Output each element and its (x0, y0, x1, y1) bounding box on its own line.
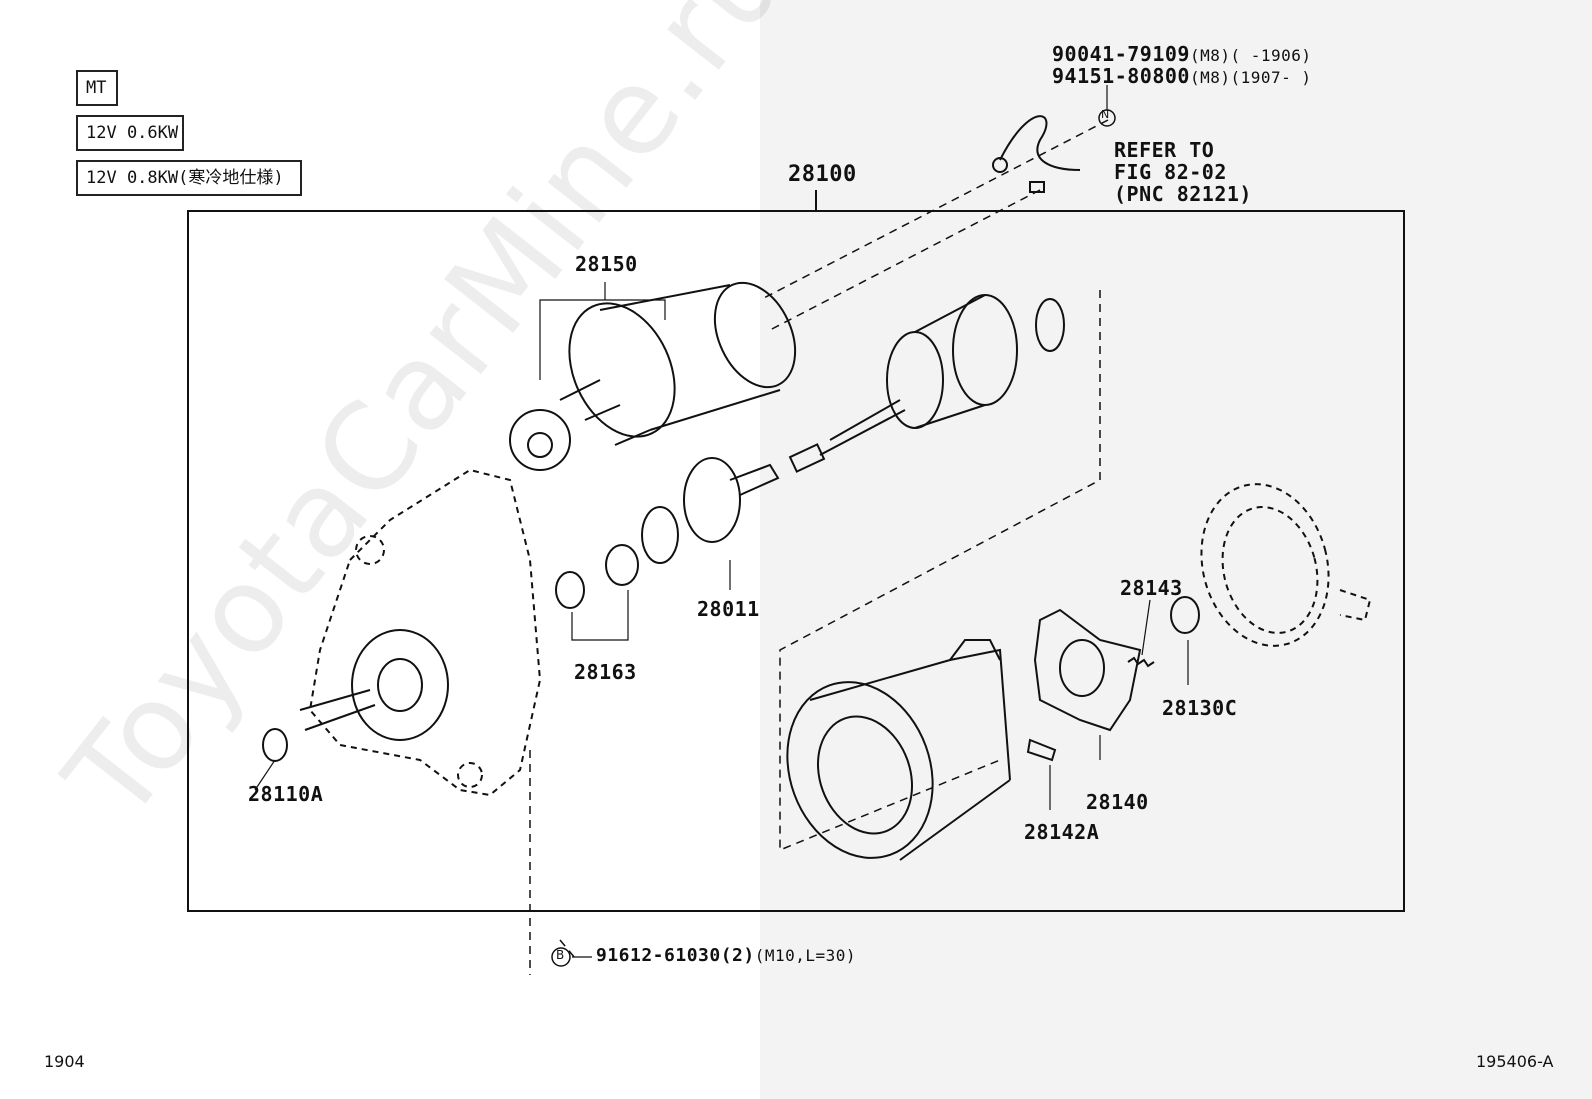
bolt-marker-n: N (1101, 108, 1110, 121)
part-28011[interactable]: 28011 (697, 597, 760, 621)
part-28140[interactable]: 28140 (1086, 790, 1149, 814)
shaded-panel (760, 0, 1592, 1099)
part-28100[interactable]: 28100 (788, 162, 857, 187)
bolt-label-90041: 90041-79109(M8)( -1906) (1052, 42, 1312, 66)
variant-box-06kw: 12V 0.6KW (76, 115, 184, 151)
armature-drawing (788, 294, 1065, 473)
refer-line-2: FIG 82-02 (1114, 160, 1227, 184)
part-28150[interactable]: 28150 (575, 252, 638, 276)
yoke-drawing (786, 639, 1011, 861)
bolt-label-91612: 91612-61030(2)(M10,L=30) (596, 945, 857, 966)
part-28110a[interactable]: 28110A (248, 782, 324, 806)
housing-drawing (308, 468, 542, 797)
part-28142a[interactable]: 28142A (1024, 820, 1100, 844)
end-frame-drawing (1200, 483, 1372, 647)
bolt-marker-b: B (556, 948, 565, 962)
brush-holder-drawing (1033, 608, 1142, 760)
solenoid-drawing (509, 281, 797, 471)
refer-line-1: REFER TO (1114, 138, 1215, 162)
variant-box-08kw: 12V 0.8KW(寒冷地仕様) (76, 160, 302, 196)
footer-left: 1904 (44, 1052, 85, 1071)
assembly-frame (187, 210, 1405, 912)
part-28130c[interactable]: 28130C (1162, 696, 1238, 720)
drive-gear-drawing (641, 457, 780, 590)
part-28163[interactable]: 28163 (574, 660, 637, 684)
refer-line-3: (PNC 82121) (1114, 182, 1252, 206)
part-28143[interactable]: 28143 (1120, 576, 1183, 600)
bolt-label-94151: 94151-80800(M8)(1907- ) (1052, 64, 1312, 88)
variant-box-mt: MT (76, 70, 118, 106)
footer-right: 195406-A (1476, 1052, 1554, 1071)
